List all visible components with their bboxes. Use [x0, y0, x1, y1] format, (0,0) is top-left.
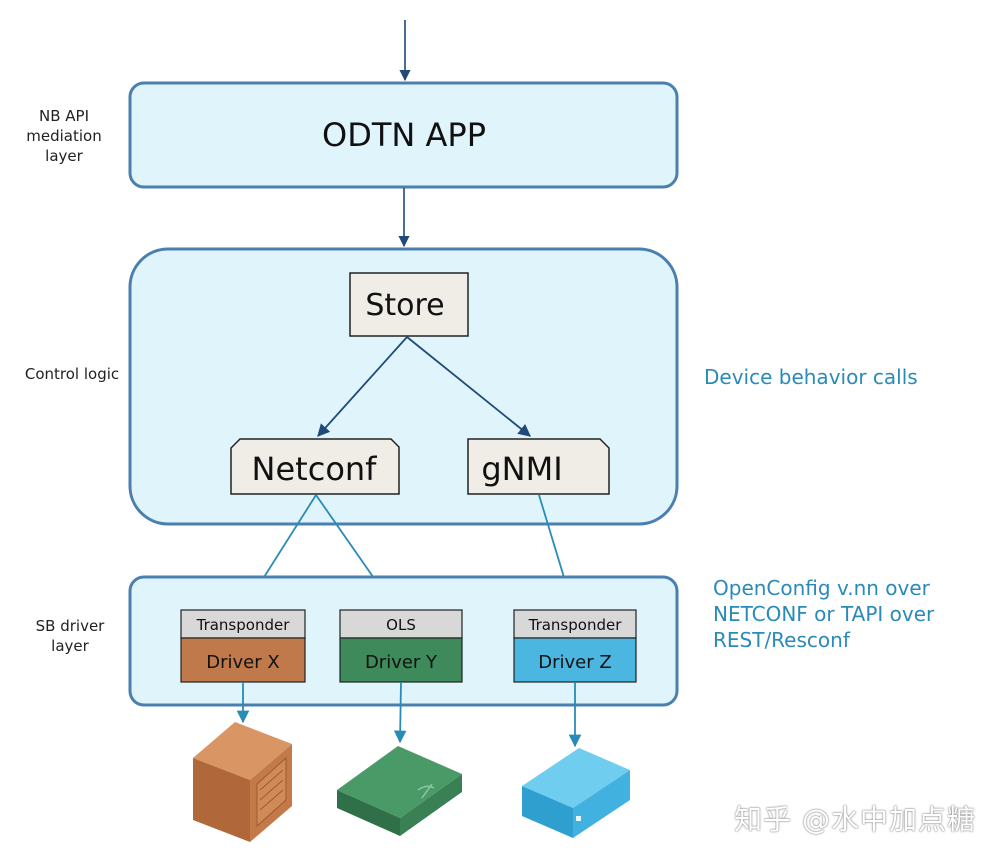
driver-x-body — [180, 637, 306, 683]
ols-device-icon — [337, 746, 462, 836]
driver-y: OLS Driver Y — [339, 609, 463, 683]
store-to-netconf-arrow — [317, 336, 408, 437]
watermark: 知乎 @水中加点糖 — [734, 803, 976, 836]
driver-y-header — [339, 609, 463, 639]
netconf-label: Netconf — [252, 450, 378, 488]
driver-x-type: Transponder — [196, 616, 291, 634]
driver-z-type: Transponder — [528, 616, 623, 634]
driver-x: Transponder Driver X — [180, 609, 306, 683]
driver-z-body — [513, 637, 637, 683]
driver-z: Transponder Driver Z — [513, 609, 637, 683]
gnmi-box — [467, 438, 610, 495]
store-label: Store — [365, 288, 444, 323]
driver-x-name: Driver X — [206, 652, 279, 673]
device-behavior-calls-note: Device behavior calls — [704, 365, 918, 389]
openconfig-note: OpenConfig v.nn over NETCONF or TAPI ove… — [713, 576, 935, 652]
store-box — [349, 272, 469, 337]
gnmi-label: gNMI — [481, 450, 562, 488]
driver-z-header — [513, 609, 637, 639]
netconf-box — [230, 438, 400, 495]
transponder-device-icon — [193, 722, 292, 842]
transponder-z-device-icon — [522, 748, 630, 838]
odtn-app-panel — [128, 81, 679, 189]
sb-driver-layer-label: SB driver layer — [35, 617, 105, 655]
odtn-app-title: ODTN APP — [322, 116, 486, 154]
driver-y-to-device-arrow — [393, 681, 407, 744]
driver-y-type: OLS — [386, 616, 416, 634]
driver-y-name: Driver Y — [365, 652, 438, 673]
nb-api-layer-label: NB API mediation layer — [26, 107, 102, 165]
driver-z-name: Driver Z — [538, 652, 611, 673]
driver-y-body — [339, 637, 463, 683]
control-logic-layer-label: Control logic — [24, 365, 120, 383]
driver-x-header — [180, 609, 306, 639]
store-to-gnmi-arrow — [406, 336, 531, 437]
